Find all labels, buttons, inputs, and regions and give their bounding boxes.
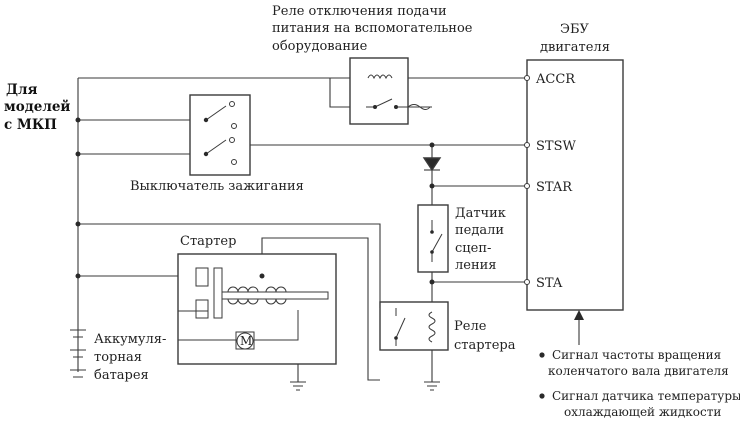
battery-icon: [70, 329, 86, 378]
starter-relay-node: [394, 336, 398, 340]
starter-shaft: [221, 291, 329, 300]
starter-relay-label-line2: стартера: [454, 338, 516, 353]
clutch-label-line3: сцеп-: [455, 241, 491, 256]
accessory-relay-coil: [367, 74, 393, 80]
ignition-node-6: [231, 159, 237, 165]
ignition-node-5: [229, 137, 235, 143]
wire-start: [78, 223, 381, 308]
relay-title-line1: Реле отключения подачи: [272, 4, 447, 19]
wire-relay-starter: [261, 237, 380, 381]
starter-label: Стартер: [180, 234, 236, 249]
accessory-relay-node-a: [373, 105, 377, 109]
signal-1-line2: коленчатого вала двигателя: [548, 364, 729, 378]
models-line1: Для: [6, 82, 38, 98]
ecu-title-line1: ЭБУ: [560, 22, 590, 37]
starter-solenoid-terminal-2: [195, 299, 209, 319]
clutch-switch-box: [417, 204, 449, 273]
ground-icon-starter: [290, 381, 306, 391]
ecu-pin-star: [524, 183, 530, 189]
starter-relay-label-line1: Реле: [454, 319, 487, 334]
ignition-switch-box: [189, 94, 251, 176]
ecu-terminal-stsw: STSW: [536, 139, 576, 154]
junction-7: [429, 279, 435, 285]
ecu-title-line2: двигателя: [540, 40, 610, 55]
battery-label-line1: Аккумуля-: [94, 332, 166, 347]
accessory-relay-box: [349, 57, 409, 125]
ignition-contact-1: [205, 105, 227, 121]
signal-2-line2: охлаждающей жидкости: [564, 405, 721, 419]
ecu-pin-stsw: [524, 142, 530, 148]
signal-bullet-1: [539, 352, 545, 358]
signal-1-line1: Сигнал частоты вращения: [552, 348, 721, 362]
starter-solenoid-terminal-1: [195, 267, 209, 287]
starter-coil-lower: [227, 298, 287, 305]
starter-relay-box: [379, 301, 449, 351]
ignition-node-2: [203, 151, 209, 157]
ground-icon-relay: [424, 381, 440, 391]
ecu-signal-arrowhead: [574, 310, 584, 320]
starter-relay-coil: [428, 311, 436, 343]
models-line2: моделей: [4, 99, 70, 115]
relay-title-line2: питания на вспомогательное: [272, 21, 473, 36]
battery-label-line3: батарея: [94, 368, 149, 383]
ecu-terminal-sta: STA: [536, 276, 563, 291]
ignition-node-3: [229, 101, 235, 107]
ecu-pin-accr: [524, 75, 530, 81]
ignition-switch-label: Выключатель зажигания: [130, 179, 304, 194]
starter-coil: [227, 286, 287, 293]
ignition-node-4: [231, 123, 237, 129]
accessory-relay-node-b: [394, 105, 398, 109]
starter-node: [259, 273, 265, 279]
clutch-node-a: [430, 230, 434, 234]
ecu-terminal-star: STAR: [536, 180, 573, 195]
motor-label: M: [240, 334, 252, 348]
starter-internal-wire: [177, 310, 299, 341]
ecu-pin-sta: [524, 279, 530, 285]
clutch-node-b: [430, 250, 434, 254]
junction-2: [75, 151, 81, 157]
ecu-terminal-accr: ACCR: [535, 72, 576, 87]
diode-icon: [422, 157, 442, 172]
battery-label-line2: торная: [94, 350, 142, 365]
clutch-label-line1: Датчик: [455, 206, 506, 221]
signal-2-line1: Сигнал датчика температуры: [552, 389, 740, 403]
clutch-label-line4: ления: [455, 258, 496, 273]
junction-6: [429, 183, 435, 189]
junction-1: [75, 117, 81, 123]
signal-bullet-2: [539, 393, 545, 399]
ecu-box: [526, 59, 624, 311]
junction-4: [75, 273, 81, 279]
clutch-label-line2: педали: [455, 223, 504, 238]
relay-title-line3: оборудование: [272, 39, 368, 54]
ignition-contact-2: [205, 139, 227, 155]
starter-box: [177, 253, 337, 365]
starter-motor-icon: [236, 332, 254, 350]
accessory-relay-tail: [407, 104, 431, 110]
models-line3: с МКП: [4, 117, 57, 133]
junction-3: [75, 221, 81, 227]
junction-5: [429, 142, 435, 148]
ignition-node-1: [203, 117, 209, 123]
